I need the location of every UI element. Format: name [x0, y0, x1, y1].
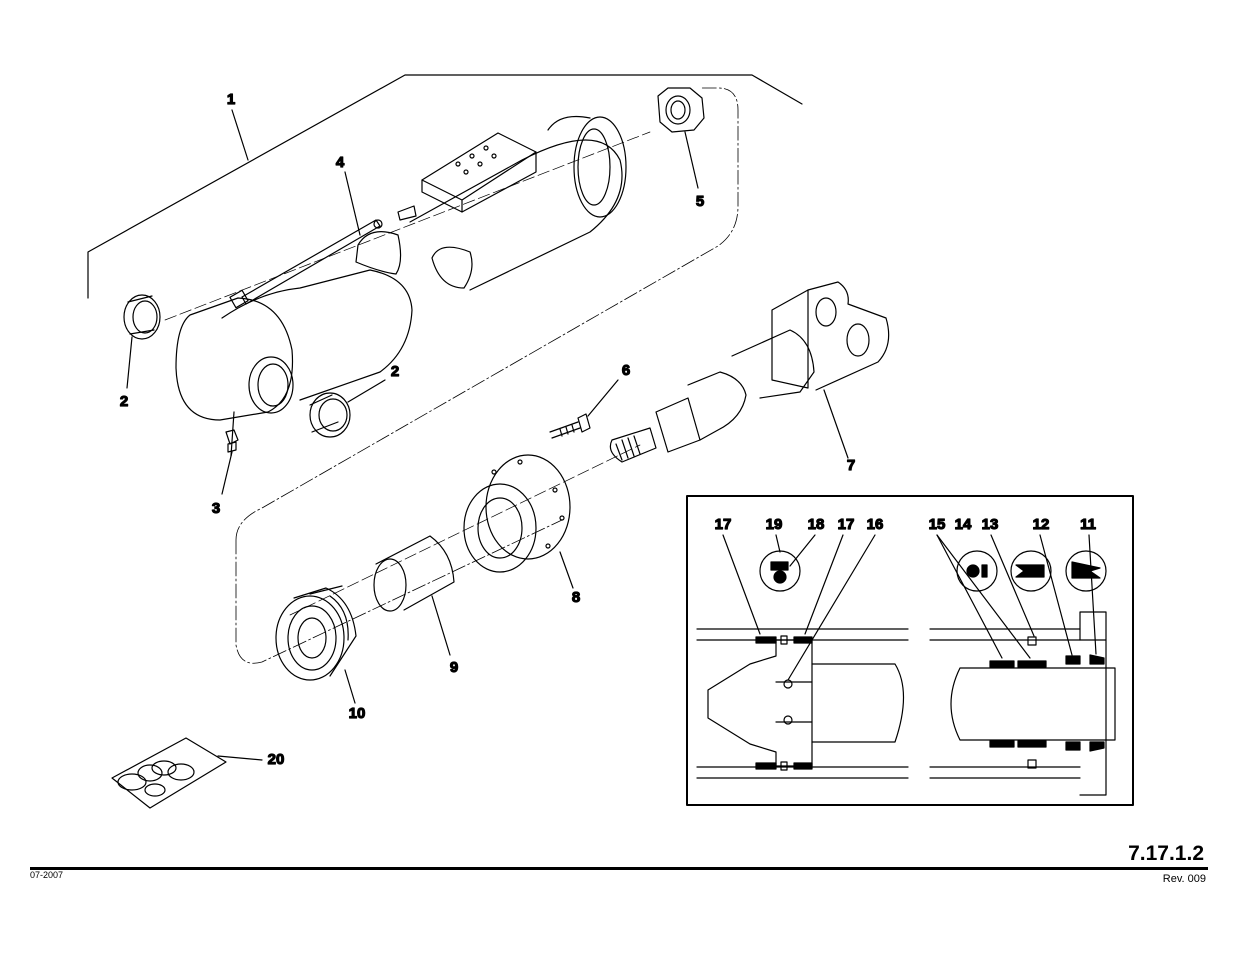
centerline-lower: [289, 444, 641, 616]
phantom-outline: [235, 87, 739, 664]
bushing-right: [309, 379, 386, 438]
inset-callout-19: 19: [766, 516, 783, 533]
tube: [229, 171, 383, 309]
bushing-left: [123, 294, 161, 389]
callout-8: 8: [572, 589, 580, 606]
inset-callout-15: 15: [929, 516, 946, 533]
inset-callout-11: 11: [1080, 516, 1096, 533]
callout-6: 6: [622, 362, 630, 379]
callout-7: 7: [847, 457, 855, 474]
callout-9: 9: [450, 659, 458, 676]
seal-detail-inset: [686, 495, 1134, 806]
page-number: 7.17.1.2: [1128, 842, 1204, 865]
inset-callout-12: 12: [1033, 516, 1050, 533]
grease-fitting: [221, 429, 239, 495]
callout-3: 3: [212, 500, 220, 517]
date-code: 07-2007: [30, 870, 64, 880]
seal-kit: [111, 737, 263, 809]
revision-label: Rev. 009: [1162, 873, 1206, 885]
sleeve: [373, 535, 455, 656]
callout-5: 5: [696, 193, 704, 210]
callout-4: 4: [336, 154, 345, 171]
callout-2-right: 2: [391, 363, 399, 380]
assembly-bracket: [87, 74, 803, 299]
rod-clevis: [609, 281, 890, 463]
cylinder-head: [397, 115, 627, 291]
piston: [275, 585, 357, 704]
inset-callout-18: 18: [808, 516, 825, 533]
gland: [463, 454, 574, 589]
callout-20: 20: [268, 751, 285, 768]
nut: [657, 87, 705, 189]
footer-rule: [30, 867, 1208, 870]
callout-2-left: 2: [120, 393, 128, 410]
inset-callout-17-left: 17: [715, 516, 732, 533]
inset-callout-17-right: 17: [838, 516, 855, 533]
centerline: [164, 131, 651, 321]
callout-1: 1: [227, 91, 235, 108]
inset-callout-16: 16: [867, 516, 884, 533]
callout-10: 10: [349, 705, 366, 722]
inset-callout-14: 14: [955, 516, 972, 533]
bolt: [549, 379, 619, 439]
cylinder-barrel: [175, 231, 413, 457]
inset-callout-13: 13: [982, 516, 999, 533]
